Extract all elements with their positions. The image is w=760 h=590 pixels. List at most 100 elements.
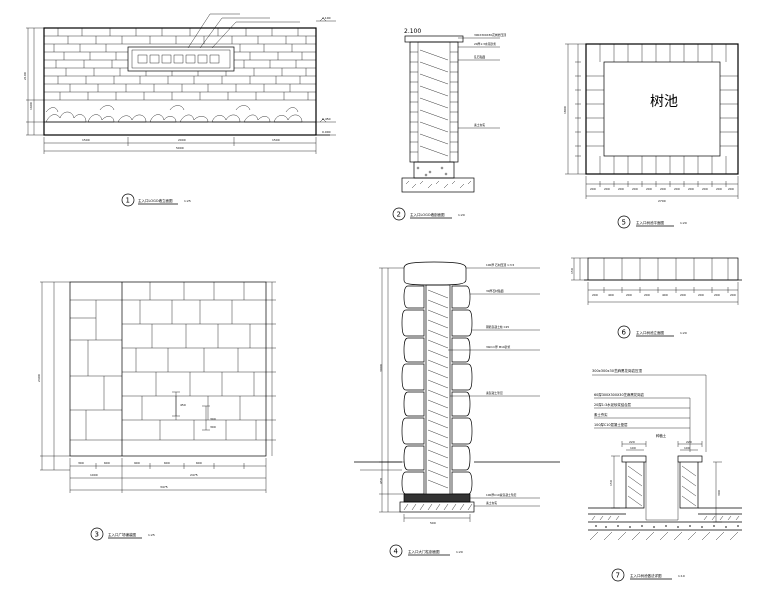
- d7-title: 300x300x30芝麻黑花岗岩压顶: [592, 368, 642, 373]
- d5-dim-total: 2700: [658, 199, 666, 203]
- d5-caption: 主入口树池平面图: [636, 220, 664, 225]
- d4-note-5: 素混凝土垫层: [486, 391, 503, 395]
- d5-dim-b8: 200: [702, 187, 708, 191]
- d6-dim-b7: 200: [714, 293, 720, 297]
- d7-dim-3: 100: [684, 446, 690, 450]
- d5-label: 树池: [650, 94, 678, 110]
- d2-note-4: 素土夯实: [474, 123, 485, 127]
- d6-dim-b3: 200: [644, 293, 650, 297]
- d4-scale: 1:20: [456, 550, 463, 554]
- detail-4-gate-pillar-section: 3000 450 500 100厚 石材压顶 1:3.5 30厚石材贴面 钢筋混…: [354, 261, 560, 558]
- d6-caption: 主入口树池立面图: [636, 330, 664, 335]
- d2-caption: 主入口LOGO墙剖面图: [410, 212, 445, 217]
- d3-dim-total-a: 1000: [90, 473, 98, 477]
- d6-number: 6: [622, 329, 627, 337]
- d3-dim-left: 2400: [37, 374, 41, 382]
- d2-note-3: 乱石贴面: [474, 55, 485, 59]
- d7-dim-1: 220: [629, 440, 635, 444]
- d4-number: 4: [394, 548, 399, 556]
- d1-dim-bottom-1: 1500: [82, 138, 90, 142]
- d4-dim-base: 450: [379, 478, 383, 484]
- d1-elev-top: 2.100: [322, 16, 331, 20]
- d4-note-1: 100厚 石材压顶 1:3.5: [486, 263, 514, 267]
- d7-note-1: 60厚300X300X30芝麻黑花岗岩: [594, 392, 645, 397]
- d3-dim-b4: 600: [196, 461, 202, 465]
- d7-dim-4: 220: [686, 440, 692, 444]
- d5-number: 5: [622, 219, 626, 227]
- d7-soil-label: 种植土: [656, 433, 667, 438]
- d3-inner-dim-1: 450: [180, 403, 186, 407]
- d3-dim-b0: 300: [78, 461, 84, 465]
- d7-number: 7: [616, 572, 620, 580]
- detail-1-logo-wall-elevation: 2.100 0.450 0.000 2100 1600 1500 2000 15…: [23, 13, 336, 207]
- d1-elev-low: 0.000: [322, 130, 331, 134]
- d3-inner-dim-3: 300: [210, 425, 216, 429]
- d3-dim-b1: 600: [104, 461, 110, 465]
- d7-dim-6: 300: [717, 490, 721, 496]
- d3-inner-dim-2: 300: [210, 417, 216, 421]
- d1-elev-mid: 0.450: [322, 117, 331, 121]
- d4-note-2: 30厚石材贴面: [486, 289, 504, 293]
- d5-dim-b6: 200: [674, 187, 680, 191]
- d4-note-6: 100厚C10素混凝土垫层: [486, 493, 517, 497]
- d7-note-3: 素土夯实: [594, 412, 608, 417]
- d1-dim-left-2: 1600: [29, 102, 33, 110]
- d3-caption: 主入口广场铺装图: [108, 532, 136, 537]
- detail-6-tree-pool-elevation: 150 200 400 200 200 400 200 200 200 200 …: [570, 257, 742, 339]
- d6-dim-left: 150: [570, 268, 574, 274]
- d4-note-4: 30mm厚 M10砂浆: [486, 345, 510, 349]
- d2-note-2: 20厚1:3水泥砂浆: [474, 42, 496, 46]
- d3-dim-total-b: 2475: [190, 473, 198, 477]
- d7-note-2: 20厚1:3水泥砂浆结合层: [594, 402, 632, 407]
- d5-scale: 1:20: [680, 221, 687, 225]
- d5-dim-b0: 200: [590, 187, 596, 191]
- d5-dim-b10: 200: [728, 187, 734, 191]
- d2-scale: 1:20: [458, 213, 465, 217]
- d4-note-3: 钢筋混凝土柱 C25: [486, 325, 509, 329]
- d6-scale: 1:20: [680, 331, 687, 335]
- d7-dim-5: 150: [609, 480, 613, 486]
- d1-dim-total: 5000: [176, 146, 184, 150]
- d4-caption: 主入口大门柱剖面图: [408, 549, 440, 554]
- detail-2-logo-wall-section: 2.100 300X300X30花岗岩压顶 20厚1:3水泥砂浆 乱石贴面 素土…: [392, 28, 506, 221]
- d5-dim-b2: 200: [618, 187, 624, 191]
- d5-dim-b4: 200: [646, 187, 652, 191]
- d4-dim-width: 500: [430, 521, 436, 525]
- d2-number: 2: [397, 211, 401, 219]
- d6-dim-b0: 200: [592, 293, 598, 297]
- d6-dim-b2: 200: [626, 293, 632, 297]
- d1-dim-left-1: 2100: [23, 72, 27, 80]
- d7-scale: 1:10: [678, 574, 685, 578]
- detail-7-tree-pool-detail: 300x300x30芝麻黑花岗岩压顶 60厚300X300X30芝麻黑花岗岩 2…: [588, 368, 742, 582]
- d5-dim-b9: 200: [716, 187, 722, 191]
- d1-dim-bottom-2: 2000: [178, 138, 186, 142]
- d6-dim-b6: 200: [698, 293, 704, 297]
- d5-dim-b7: 200: [688, 187, 694, 191]
- d1-dim-bottom-3: 1500: [272, 138, 280, 142]
- d7-dim-2: 100: [630, 446, 636, 450]
- d6-dim-b8: 200: [730, 293, 736, 297]
- d7-caption: 主入口树池做法详图: [630, 573, 662, 578]
- d3-number: 3: [95, 531, 99, 539]
- d4-dim-height: 3000: [379, 364, 383, 372]
- d3-dim-b2: 900: [134, 461, 140, 465]
- d3-scale: 1:25: [148, 533, 155, 537]
- detail-5-tree-pool-plan: 树池 1800 200 200 200 200 200 200 200 200 …: [563, 43, 739, 229]
- d5-dim-b1: 200: [604, 187, 610, 191]
- d5-dim-b5: 200: [660, 187, 666, 191]
- d1-number: 1: [126, 197, 130, 205]
- d5-dim-left: 1800: [563, 106, 567, 114]
- d7-note-4: 100厚C10混凝土垫层: [594, 422, 628, 427]
- d5-dim-b3: 200: [632, 187, 638, 191]
- d3-dim-b3: 600: [164, 461, 170, 465]
- d1-caption: 主入口LOGO墙立面图: [138, 198, 173, 203]
- d3-dim-total-c: 3475: [160, 485, 168, 489]
- d2-note-1: 300X300X30花岗岩压顶: [474, 33, 506, 37]
- d4-note-7: 素土夯实: [486, 501, 497, 505]
- d2-top-label: 2.100: [404, 28, 421, 35]
- d1-scale: 1:25: [184, 199, 191, 203]
- d6-dim-b4: 400: [662, 293, 668, 297]
- d6-dim-b1: 400: [608, 293, 614, 297]
- d6-dim-b5: 200: [680, 293, 686, 297]
